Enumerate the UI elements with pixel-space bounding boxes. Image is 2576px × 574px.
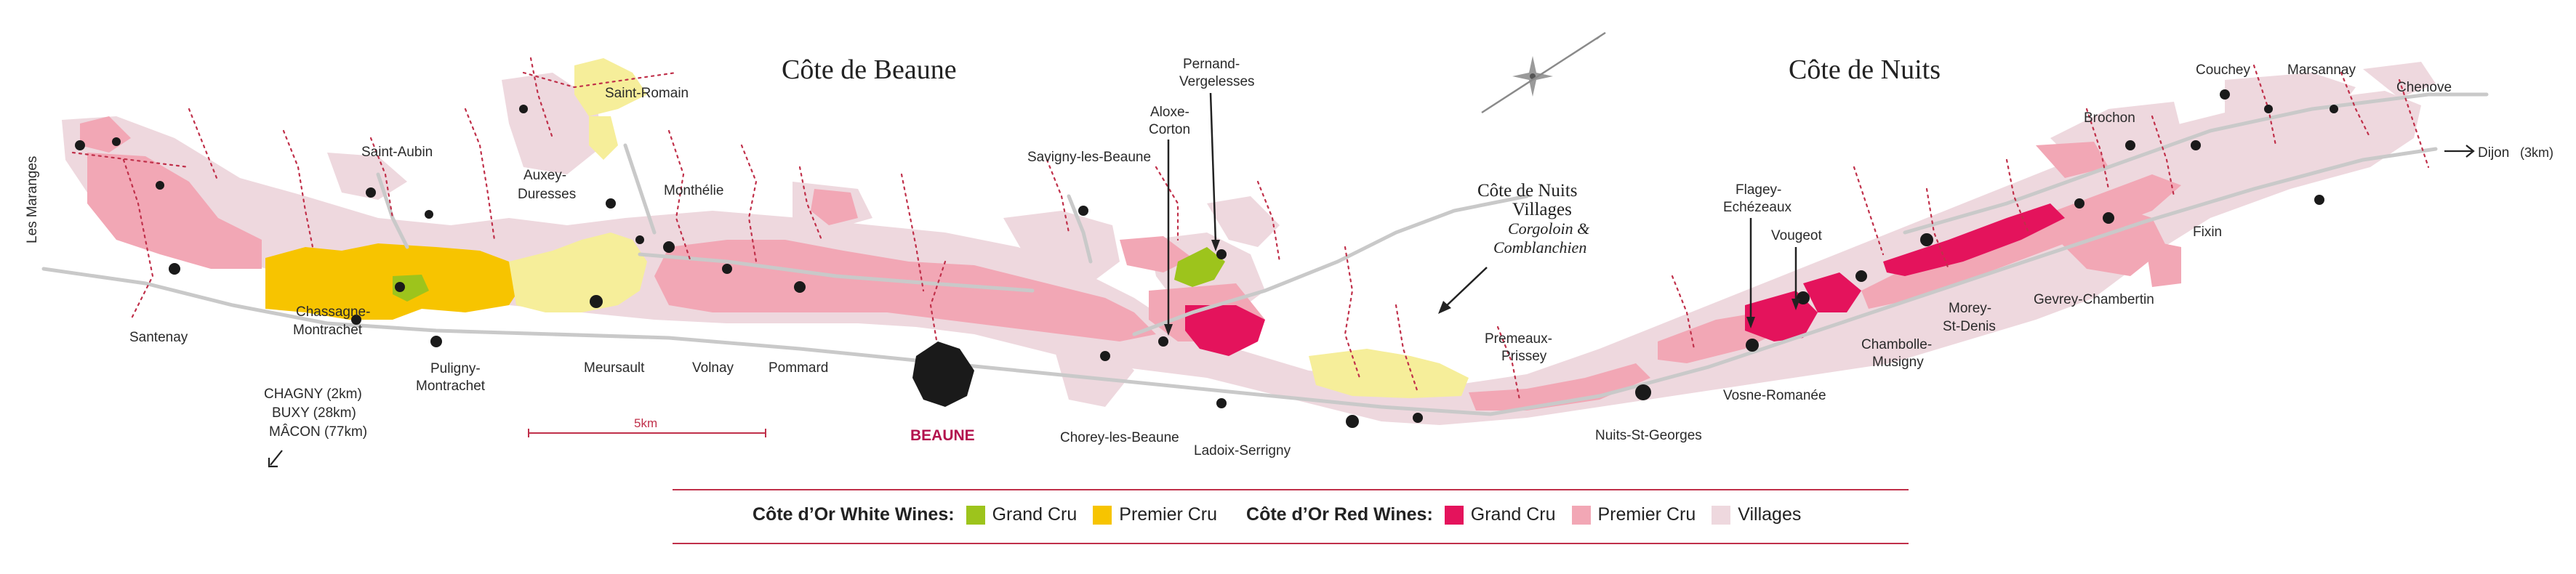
label-marsannay: Marsannay (2287, 62, 2356, 78)
red-grand-cru-area (1185, 203, 2065, 356)
label-auxey-line1: Auxey- (523, 168, 566, 183)
legend-red-label: Côte d’Or Red Wines: (1246, 504, 1433, 525)
arrow-icon (1791, 247, 1800, 310)
legend: Côte d’Or White Wines: Grand Cru Premier… (673, 489, 1909, 544)
label-pernand-line1: Pernand- (1183, 57, 1240, 72)
direction-dijon-distance: (3km) (2520, 145, 2553, 160)
label-vougeot: Vougeot (1771, 228, 1822, 243)
label-flagey-line1: Flagey- (1736, 182, 1781, 198)
label-pernand-line2: Vergelesses (1179, 74, 1255, 89)
scale-label: 5km (634, 416, 657, 430)
label-aloxe-line1: Aloxe- (1150, 105, 1189, 120)
legend-item-red-grand-cru: Grand Cru (1444, 504, 1556, 525)
label-chassagne-line1: Chassagne- (296, 304, 370, 320)
white-grand-cru-area (393, 247, 1225, 302)
arrow-icon (1164, 140, 1173, 336)
label-ladoix: Ladoix-Serrigny (1194, 443, 1291, 458)
legend-swatch (1712, 505, 1731, 525)
arrow-icon (1438, 267, 1488, 314)
label-gevrey-chambertin: Gevrey-Chambertin (2034, 292, 2154, 307)
label-puligny-line1: Puligny- (430, 361, 481, 376)
legend-label: Grand Cru (1470, 504, 1556, 525)
legend-label: Villages (1738, 504, 1802, 525)
label-morey-line1: Morey- (1949, 301, 1991, 316)
label-premeaux-line2: Prissey (1501, 349, 1547, 364)
legend-label: Premier Cru (1597, 504, 1696, 525)
legend-label: Grand Cru (992, 504, 1078, 525)
compass-rose-icon (1481, 31, 1606, 114)
direction-macon: MÂCON (77km) (269, 424, 367, 440)
label-premeaux-line1: Premeaux- (1485, 331, 1552, 347)
label-puligny-line2: Montrachet (416, 379, 486, 394)
commune-boundaries (71, 57, 2430, 401)
legend-item-villages: Villages (1712, 504, 1801, 525)
label-meursault: Meursault (584, 360, 645, 376)
label-chorey: Chorey-les-Beaune (1060, 430, 1179, 445)
label-morey-line2: St-Denis (1943, 319, 1996, 334)
legend-item-white-grand-cru: Grand Cru (966, 504, 1078, 525)
town-markers (75, 89, 2338, 428)
cdn-villages-line3: Corgoloin & (1508, 219, 1590, 238)
label-aloxe-line2: Corton (1149, 122, 1190, 137)
label-volnay: Volnay (692, 360, 734, 376)
label-les-maranges: Les Maranges (25, 156, 40, 243)
label-santenay: Santenay (129, 330, 188, 345)
label-chassagne-line2: Montrachet (293, 323, 363, 338)
cdn-villages-line1: Côte de Nuits (1477, 181, 1578, 201)
legend-item-white-premier-cru: Premier Cru (1093, 504, 1217, 525)
label-saint-aubin: Saint-Aubin (361, 145, 433, 160)
road-network (41, 92, 2489, 416)
label-monthelie: Monthélie (664, 183, 723, 198)
label-couchey: Couchey (2196, 62, 2250, 78)
title-cote-de-nuits: Côte de Nuits (1789, 54, 1941, 85)
legend-item-red-premier-cru: Premier Cru (1571, 504, 1696, 525)
label-vosne-romanee: Vosne-Romanée (1723, 388, 1826, 403)
white-villages-area (509, 58, 1469, 398)
label-fixin: Fixin (2193, 225, 2222, 240)
legend-swatch (1571, 505, 1591, 525)
arrow-icon (2444, 145, 2475, 158)
label-nuits-st-georges: Nuits-St-Georges (1595, 428, 1702, 443)
legend-swatch (1444, 505, 1464, 525)
label-brochon: Brochon (2084, 110, 2135, 126)
label-savigny: Savigny-les-Beaune (1027, 150, 1151, 165)
label-chambolle-line2: Musigny (1872, 355, 1924, 370)
direction-buxy: BUXY (28km) (272, 405, 356, 421)
cdn-villages-line4: Comblanchien (1493, 238, 1586, 256)
arrow-icon (1209, 92, 1220, 251)
legend-label: Premier Cru (1119, 504, 1218, 525)
label-chenove: Chenove (2396, 80, 2452, 95)
direction-dijon: Dijon (2478, 145, 2509, 161)
label-flagey-line2: Echézeaux (1723, 200, 1792, 215)
arrow-icon (1746, 218, 1755, 328)
legend-swatch (1093, 505, 1112, 525)
title-cote-de-beaune: Côte de Beaune (782, 54, 957, 85)
legend-swatch (966, 505, 985, 525)
label-auxey-line2: Duresses (518, 187, 576, 202)
label-chambolle-line1: Chambolle- (1861, 337, 1932, 352)
arrow-icon (268, 450, 283, 468)
legend-white-label: Côte d’Or White Wines: (753, 504, 955, 525)
label-pommard: Pommard (769, 360, 828, 376)
label-saint-romain: Saint-Romain (605, 86, 689, 101)
label-beaune: BEAUNE (910, 427, 975, 444)
cdn-villages-line2: Villages (1512, 200, 1572, 219)
scale-bar: 5km (528, 416, 766, 437)
legend-row: Côte d’Or White Wines: Grand Cru Premier… (753, 504, 1817, 525)
direction-chagny: CHAGNY (2km) (264, 387, 362, 402)
